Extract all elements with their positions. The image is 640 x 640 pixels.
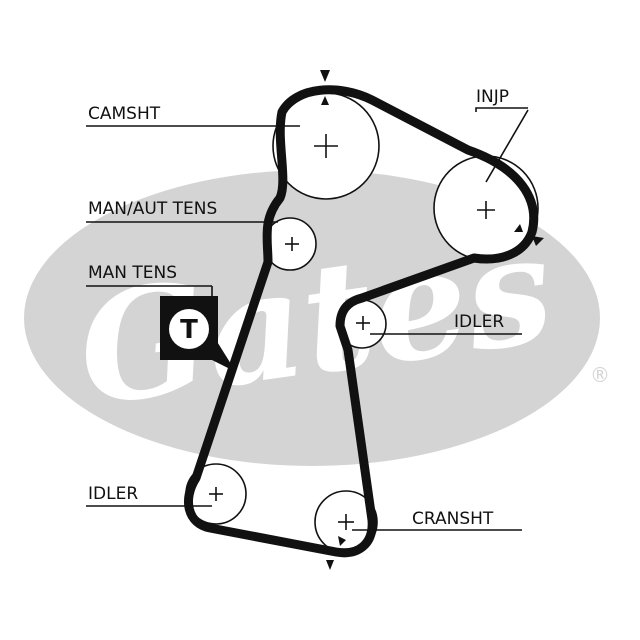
injp-leader (475, 107, 528, 112)
crankshaft-inner-timing-mark-icon (338, 536, 346, 546)
label-camshaft: CAMSHT (88, 104, 161, 124)
timing-belt (184, 85, 539, 558)
camshaft-outer-timing-mark-icon (320, 70, 330, 82)
leader-lines (86, 107, 529, 531)
idler-right-center-cross-icon (356, 316, 370, 330)
timing-marks (320, 70, 544, 570)
injection-pump-inner-timing-mark-icon (514, 224, 523, 232)
pulley-centers (209, 134, 495, 530)
injection-pump-center-cross-icon (477, 201, 495, 219)
label-crankshaft: CRANSHT (412, 509, 494, 529)
component-labels: CAMSHT INJP MAN/AUT TENS MAN TENS IDLER … (88, 87, 509, 529)
tensioner-tool-icon (169, 309, 209, 349)
label-injection-pump: INJP (476, 87, 509, 107)
camshaft-inner-timing-mark-icon (321, 96, 329, 105)
man-aut-tensioner-center-cross-icon (285, 237, 299, 251)
idler-left-center-cross-icon (209, 487, 223, 501)
crankshaft-outer-timing-mark-icon (326, 560, 334, 570)
tool-badge-letter: T (180, 315, 198, 345)
registered-mark: ® (590, 363, 610, 387)
label-man-tensioner: MAN TENS (88, 263, 177, 283)
injection-pump-outer-timing-mark-icon (532, 236, 544, 246)
camshaft-center-cross-icon (314, 134, 338, 158)
tensioner-tool-badge: T (160, 296, 236, 372)
injp-leader-diagonal (485, 109, 529, 183)
label-man-aut-tensioner: MAN/AUT TENS (88, 199, 217, 219)
label-idler-left: IDLER (88, 484, 138, 504)
label-idler-right: IDLER (454, 312, 504, 332)
crankshaft-center-cross-icon (338, 514, 354, 530)
